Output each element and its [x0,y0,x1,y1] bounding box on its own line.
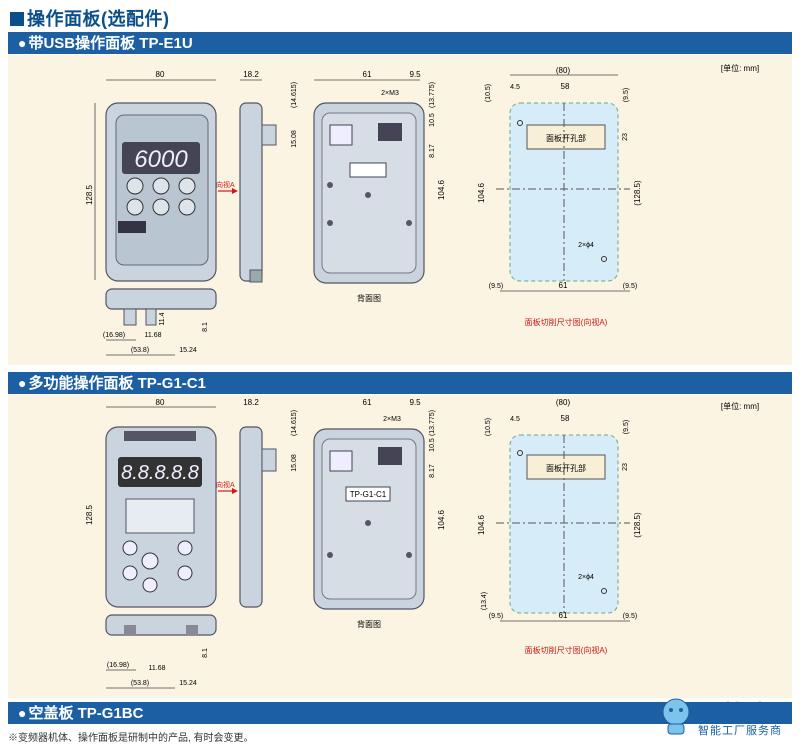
section-header-tp-e1u: ●带USB操作面板 TP-E1U [8,32,792,54]
svg-text:(10.5): (10.5) [485,84,492,102]
svg-text:(53.8): (53.8) [131,680,149,687]
svg-text:(10.5): (10.5) [485,418,492,436]
svg-text:15.08: 15.08 [291,130,298,148]
svg-text:18.2: 18.2 [243,70,259,79]
svg-text:104.6: 104.6 [477,514,486,535]
svg-text:(16.98): (16.98) [107,662,129,669]
svg-text:4.5: 4.5 [510,84,520,91]
svg-text:8.8.8.8.8: 8.8.8.8.8 [121,462,199,484]
front-view: 80 128.5 6000 向视A [85,70,238,282]
side-view-2: 18.2 [239,398,277,608]
svg-text:10.5: 10.5 [429,113,436,127]
svg-text:2×ϕ4: 2×ϕ4 [578,574,594,581]
robot-mascot-icon [662,698,690,735]
svg-text:58: 58 [561,414,570,423]
svg-text:11.68: 11.68 [149,665,166,672]
logo-tagline: 智能工厂服务商 [698,725,782,737]
unit-label: [单位: mm] [721,63,759,73]
svg-text:2×ϕ4: 2×ϕ4 [578,242,594,249]
svg-text:[单位: mm]: [单位: mm] [721,401,759,411]
svg-text:61: 61 [559,611,568,620]
svg-text:23: 23 [622,463,629,471]
svg-text:8.1: 8.1 [202,648,209,658]
svg-text:8.17: 8.17 [429,464,436,478]
company-logo: 工博士 智能工厂服务商 [656,692,796,742]
svg-text:58: 58 [561,82,570,91]
back-caption: 背面图 [357,293,381,303]
svg-text:4.5: 4.5 [510,416,520,423]
svg-text:(9.5): (9.5) [623,613,637,620]
svg-text:23: 23 [622,133,629,141]
front-view-2: 80 128.5 8.8.8.8.8 向视A [85,398,238,608]
back-view-2: 61 9.5 2×M3 (14.615) (13.775) 10.5 15.08… [291,398,446,629]
svg-text:18.2: 18.2 [243,398,259,407]
svg-text:面板开孔部: 面板开孔部 [546,463,586,473]
svg-text:(9.5): (9.5) [623,420,630,434]
logo-brand: 工博士 [698,702,776,724]
side-view: 18.2 [239,70,277,283]
svg-text:128.5: 128.5 [85,504,94,525]
bottom-view: (16.98) 11.68 (53.8) 15.24 11.4 8.1 [103,288,217,356]
svg-text:(14.615): (14.615) [291,82,298,108]
bottom-view-2: (16.98) 11.68 (53.8) 15.24 8.1 [105,614,217,689]
cutout-drawing-2: [单位: mm] (80) 58 4.5 (10.5) (9.5) 面板开孔部 … [477,398,759,655]
svg-text:9.5: 9.5 [409,398,421,407]
svg-text:11.68: 11.68 [145,332,162,339]
svg-text:(9.5): (9.5) [489,613,503,620]
back-view: 61 9.5 2×M3 (14.615) (13.775) 10.5 15.08… [291,70,446,303]
svg-text:2×M3: 2×M3 [381,90,399,97]
svg-text:80: 80 [156,398,165,407]
svg-text:(14.615): (14.615) [291,410,298,436]
svg-text:8.1: 8.1 [202,322,209,332]
arrow-label: 向视A [216,180,235,189]
cutout-caption: 面板切削尺寸图(向视A) [525,317,608,327]
svg-text:2×M3: 2×M3 [383,416,401,423]
svg-text:61: 61 [363,398,372,407]
svg-text:9.5: 9.5 [409,70,421,79]
svg-text:11.4: 11.4 [159,312,166,325]
drawing-tp-g1-c1: 80 128.5 8.8.8.8.8 向视A 18.2 (16.98) 11.6… [85,398,759,689]
svg-text:104.6: 104.6 [477,182,486,203]
svg-text:(9.5): (9.5) [623,88,630,102]
svg-text:面板切削尺寸图(向视A): 面板切削尺寸图(向视A) [525,645,608,655]
cutout-drawing: [单位: mm] (80) 58 4.5 (10.5) (9.5) 面板开孔部 … [477,63,759,327]
svg-text:(13.775): (13.775) [429,410,436,436]
svg-text:(16.98): (16.98) [103,332,125,339]
svg-text:(80): (80) [556,66,571,75]
svg-text:61: 61 [559,281,568,290]
svg-text:(53.8): (53.8) [131,347,149,354]
dim-height: 128.5 [85,184,94,205]
svg-text:向视A: 向视A [216,480,235,489]
svg-text:(128.5): (128.5) [633,180,642,206]
svg-text:15.24: 15.24 [179,347,197,354]
section-header-tp-g1-c1: ●多功能操作面板 TP-G1-C1 [8,372,792,394]
page-title: 操作面板(选配件) [10,5,170,31]
svg-text:(9.5): (9.5) [623,283,637,290]
led-display: 6000 [134,146,188,173]
svg-text:面板开孔部: 面板开孔部 [546,133,586,143]
svg-text:15.24: 15.24 [179,680,197,687]
svg-text:104.6: 104.6 [437,509,446,530]
section-header-tp-g1bc: ●空盖板 TP-G1BC [8,702,792,724]
svg-text:(128.5): (128.5) [633,512,642,538]
drawing-tp-e1u: 80 128.5 6000 向视A 18.2 (16.98) 11.68 (53… [85,63,759,356]
footnote: ※变频器机体、操作面板是研制中的产品, 有时会变更。 [8,733,254,744]
svg-text:背面图: 背面图 [357,619,381,629]
model-label: TP-G1-C1 [350,490,387,499]
svg-text:15.08: 15.08 [291,454,298,472]
svg-text:10.5: 10.5 [429,438,436,452]
svg-text:8.17: 8.17 [429,144,436,158]
svg-text:(13.4): (13.4) [481,592,488,610]
svg-text:61: 61 [363,70,372,79]
svg-text:(13.775): (13.775) [429,82,436,108]
dim-width: 80 [156,70,165,79]
svg-text:(9.5): (9.5) [489,283,503,290]
svg-text:104.6: 104.6 [437,179,446,200]
svg-text:(80): (80) [556,398,571,407]
